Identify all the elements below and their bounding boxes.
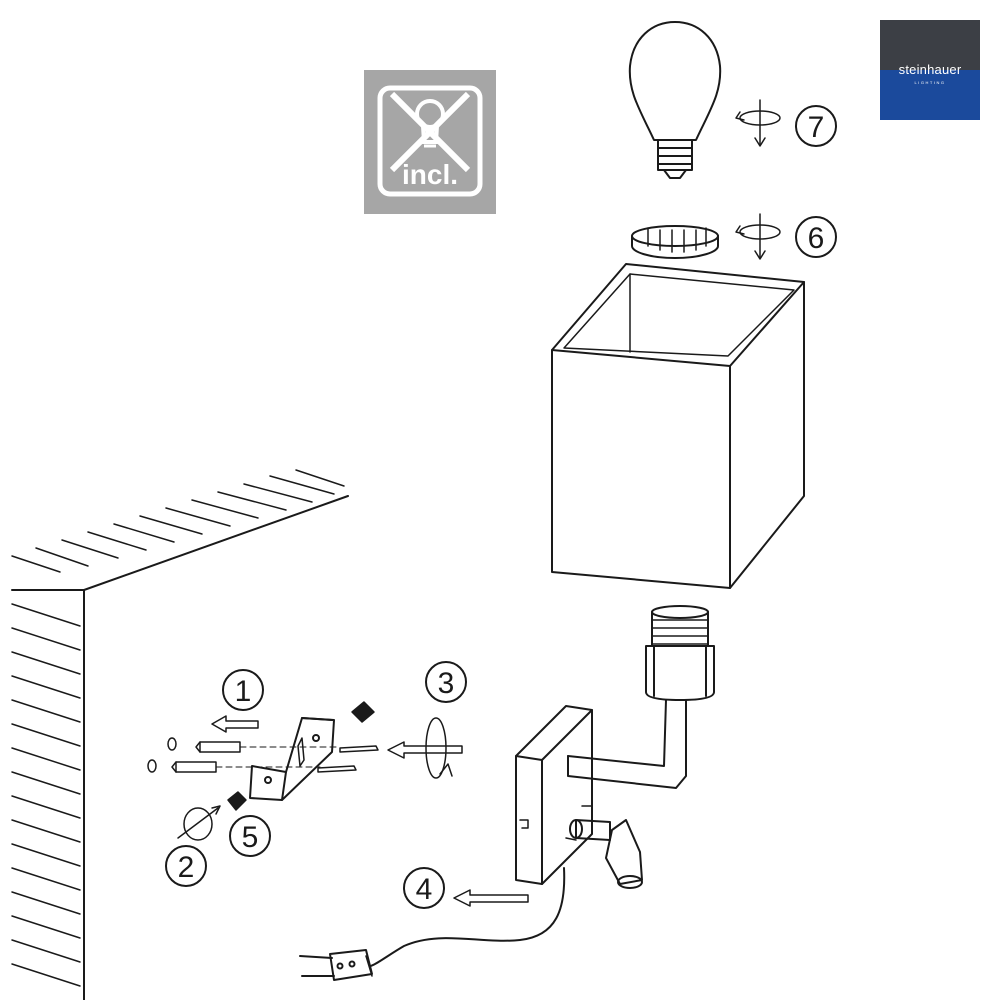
step-circle bbox=[222, 669, 264, 711]
step-markers bbox=[165, 105, 837, 909]
rotate-arrow-icon bbox=[735, 99, 781, 147]
logo-top-panel bbox=[880, 20, 980, 70]
step-number: 7 bbox=[808, 111, 825, 144]
lamp-socket bbox=[645, 605, 715, 701]
step-number: 6 bbox=[808, 222, 825, 255]
step-number: 1 bbox=[235, 675, 252, 708]
step-circle bbox=[229, 815, 271, 857]
bulb-not-included-icon: incl. bbox=[377, 85, 483, 197]
step-number: 3 bbox=[438, 667, 455, 700]
step-circle bbox=[403, 867, 445, 909]
back-plate bbox=[515, 705, 593, 885]
step-circle bbox=[795, 216, 837, 258]
power-plug bbox=[299, 949, 373, 981]
brand-sub: LIGHTING bbox=[914, 80, 946, 85]
step-number: 5 bbox=[242, 821, 259, 854]
rotate-arrow-icon bbox=[177, 805, 221, 841]
step-circle bbox=[795, 105, 837, 147]
arrow-left-icon bbox=[453, 889, 529, 907]
step-circle bbox=[165, 845, 207, 887]
dashed-guides bbox=[215, 746, 341, 768]
step-number: 2 bbox=[178, 851, 195, 884]
wall bbox=[11, 469, 349, 1000]
notice-text: incl. bbox=[402, 159, 458, 190]
light-bulb bbox=[628, 21, 722, 179]
brand-name: steinhauer bbox=[898, 62, 962, 77]
logo-bottom-panel bbox=[880, 70, 980, 120]
rotate-arrow-icon bbox=[735, 213, 781, 260]
power-cable bbox=[365, 867, 566, 977]
lamp-shade bbox=[551, 263, 805, 589]
screws bbox=[227, 701, 379, 811]
reading-spotlight bbox=[565, 805, 643, 889]
arrow-left-icon bbox=[387, 741, 463, 759]
shade-ring bbox=[631, 225, 719, 259]
step-number: 4 bbox=[416, 873, 433, 906]
step-circle bbox=[425, 661, 467, 703]
rotate-arrow-icon bbox=[425, 717, 453, 779]
brand-logo: steinhauer LIGHTING bbox=[880, 20, 980, 120]
lamp-arm bbox=[567, 699, 687, 789]
bulb-not-included-badge: incl. bbox=[364, 70, 496, 214]
wall-plugs bbox=[147, 737, 241, 773]
mounting-bracket bbox=[249, 717, 335, 801]
arrow-left-icon bbox=[211, 715, 259, 733]
